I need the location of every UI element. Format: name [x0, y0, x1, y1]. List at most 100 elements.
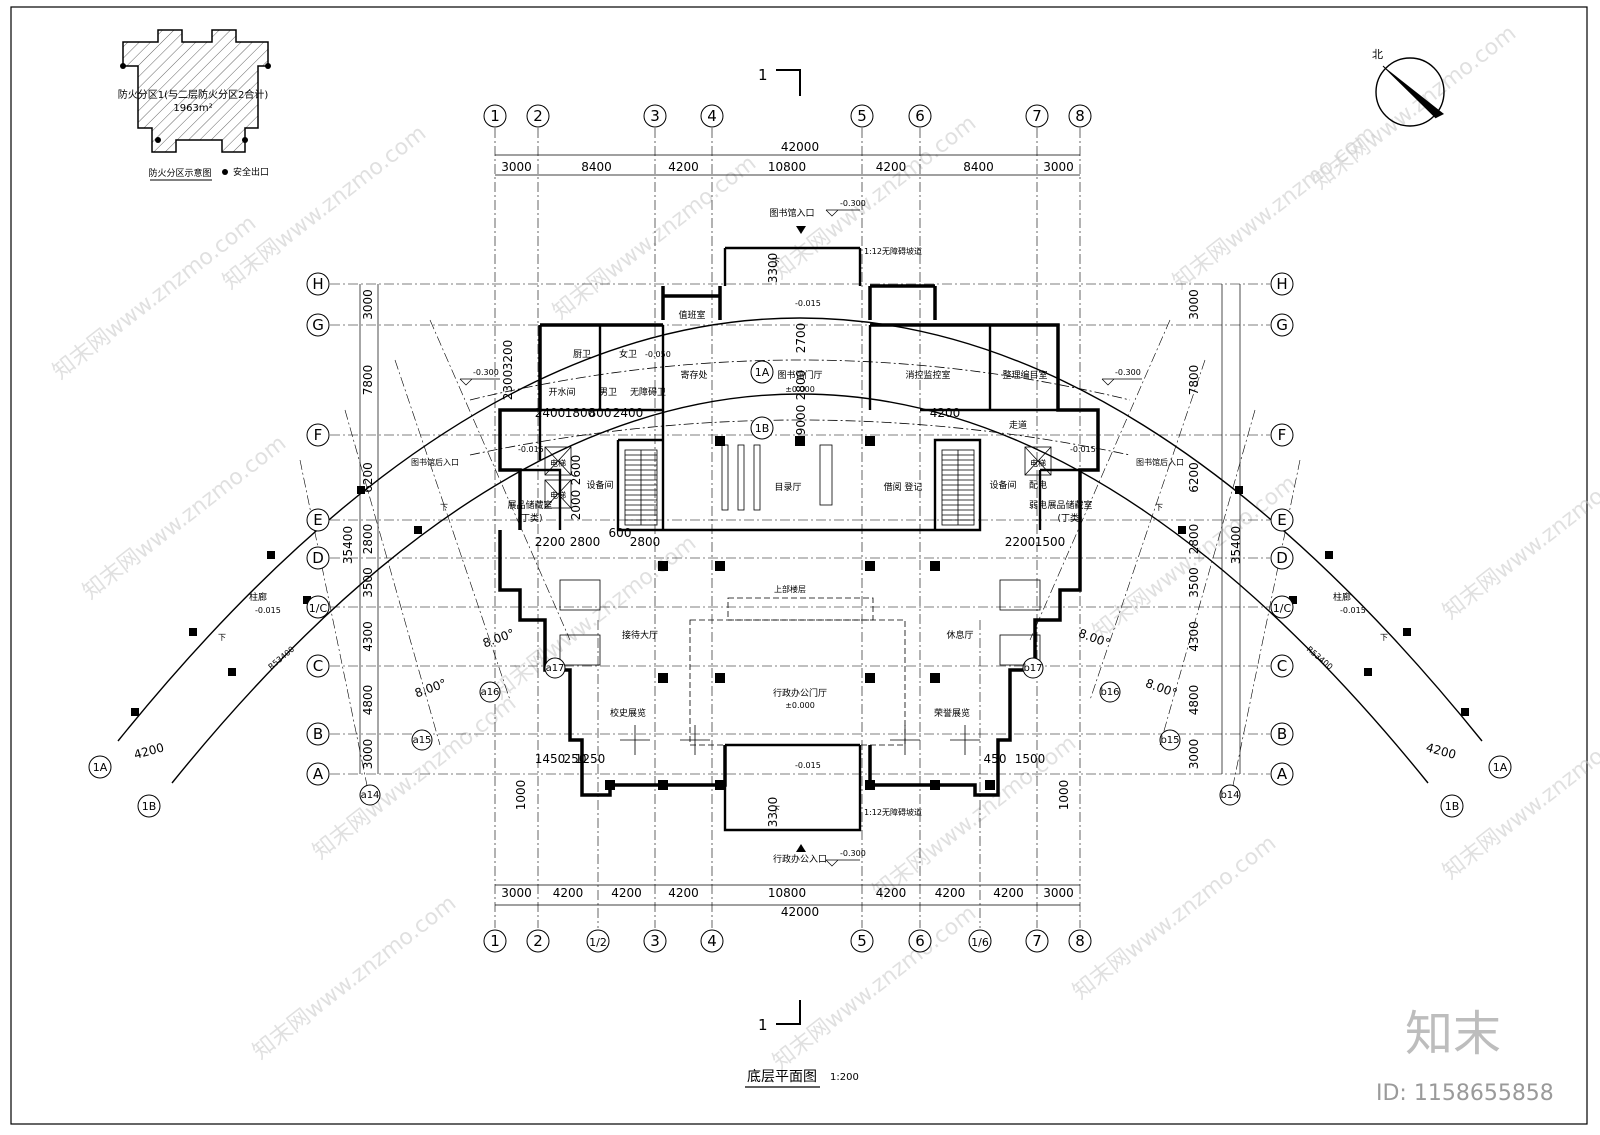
watermark-text: 知末网www.znzmo.com [1068, 831, 1281, 1005]
column [865, 561, 875, 571]
arcade-column [267, 551, 275, 559]
watermark-text: 知末网www.znzmo.com [768, 901, 981, 1075]
room-distribution: 配电 [1029, 479, 1047, 491]
sheet-border [10, 6, 1588, 1125]
elevators [544, 446, 1052, 509]
grid-label-row: E [313, 511, 322, 529]
arcade-column [228, 668, 236, 676]
arc-axis-label: a15 [413, 735, 432, 746]
drawing-scale: 1:200 [830, 1072, 859, 1083]
radial-axis-line [1159, 409, 1256, 746]
grid-bubble-top: 6 [908, 104, 932, 128]
grid-label-row: G [312, 316, 324, 334]
dim-inner: 450 [984, 752, 1007, 766]
grid-label-row: H [312, 275, 323, 293]
entrance-back-right: 图书馆后入口 [1136, 457, 1184, 467]
dim-inner: 2700 [794, 323, 808, 354]
room-duty: 值班室 [678, 309, 705, 321]
grid-bubble-row: C [306, 654, 330, 678]
radial-axis-line [344, 409, 441, 746]
keyplan-zone-label: 防火分区1(与二层防火分区2合计) [118, 88, 269, 101]
grid-bubble-top: 1 [483, 104, 507, 128]
north-circle [1375, 57, 1445, 127]
room-female-wc: 女卫 [619, 348, 637, 360]
arc-axis-label: b16 [1100, 687, 1119, 698]
dim-inner: 2200 [1005, 535, 1036, 549]
column [715, 561, 725, 571]
void-outline [689, 619, 906, 746]
grid-label-row: 1/C [309, 602, 328, 615]
dim-bottom-segment: 4200 [935, 886, 966, 900]
dim-angle-2: 8.00° [413, 676, 449, 700]
grid-label-bottom: 4 [707, 932, 717, 950]
entrance-library: 图书馆入口 [769, 207, 814, 219]
arc-axis-label: b14 [1220, 790, 1239, 801]
arcade-column [1235, 486, 1243, 494]
dim-bottom-segment: 4200 [876, 886, 907, 900]
room-upper-void: 上部楼层 [774, 584, 806, 594]
grid-bubble-row: A [1270, 762, 1294, 786]
dim-side-segment: 6200 [1187, 462, 1201, 493]
plan-axis-1b: 1B [755, 422, 770, 435]
dim-inner: 2800 [630, 535, 661, 549]
room-elevator-1: 电梯 [550, 458, 566, 468]
dim-arc-width-left: 4200 [132, 740, 165, 761]
grid-bubble-bottom: 7 [1025, 929, 1049, 953]
room-office-hall: 行政办公门厅 [773, 687, 827, 699]
grid-bubble-bottom: 1/2 [586, 929, 610, 953]
level-wc: -0.050 [645, 350, 671, 359]
room-equipment-right: 设备间 [989, 479, 1016, 491]
grid-bubble-top: 7 [1025, 104, 1049, 128]
grid-label-row: B [313, 725, 323, 743]
grid-label-bottom: 2 [533, 932, 543, 950]
dimension-lines [359, 154, 1241, 906]
dim-side-segment: 3500 [361, 567, 375, 598]
dim-top-segment: 8400 [581, 160, 612, 174]
curve-axis-left-1a: 1A [93, 761, 108, 774]
arc-axis-label: b17 [1023, 663, 1042, 674]
grid-label-row: A [1277, 765, 1288, 783]
grid-label-top: 2 [533, 107, 543, 125]
level-arcade-right: -0.015 [1340, 606, 1366, 615]
grid-bubble-bottom: 4 [700, 929, 724, 953]
dim-radius-left: R53400 [267, 645, 297, 672]
grid-label-row: G [1276, 316, 1288, 334]
entrance-arrow-icon [796, 226, 806, 234]
curve-axis-right-1b: 1B [1445, 800, 1460, 813]
dim-bottom-segment: 3000 [1043, 886, 1074, 900]
grid-label-row: H [1276, 275, 1287, 293]
room-lending: 借阅 登记 [884, 481, 923, 493]
level-side-left: -0.300 [473, 368, 499, 377]
grid-label-row: 1/C [1273, 602, 1292, 615]
north-label: 北 [1372, 48, 1383, 61]
entrance-office: 行政办公入口 [773, 853, 827, 865]
arcade-column [414, 526, 422, 534]
grid-bubble-bottom: 6 [908, 929, 932, 953]
watermark-text: 知末网www.znzmo.com [248, 891, 461, 1065]
grid-label-top: 4 [707, 107, 717, 125]
level-arcade-left: -0.015 [255, 606, 281, 615]
watermark-text: 知末网www.znzmo.com [48, 211, 261, 385]
grid-bubble-bottom: 1/6 [968, 929, 992, 953]
dim-inner: 1500 [1015, 752, 1046, 766]
dim-side-segment: 6200 [361, 462, 375, 493]
grid-bubble-row: F [306, 423, 330, 447]
arcade-column [357, 486, 365, 494]
room-labels: 值班室 厨卫 女卫 开水间 男卫 无障碍卫 寄存处 图书馆门厅 ±0.000 消… [249, 309, 1351, 719]
north-arrow: 北 [1372, 48, 1445, 127]
section-number: 1 [758, 1016, 768, 1034]
grid-label-row: C [313, 657, 323, 675]
column [715, 780, 725, 790]
dim-side-segment: 4800 [361, 685, 375, 716]
grid-label-bottom: 7 [1032, 932, 1042, 950]
dim-bottom-segment: 4200 [611, 886, 642, 900]
dim-side-total-left: 35400 [341, 526, 355, 564]
dim-side-segment: 3000 [361, 739, 375, 770]
dim-angle-4: 8.00° [1144, 676, 1180, 700]
arc-plan [469, 359, 1131, 401]
arc-axis-label: b15 [1160, 735, 1179, 746]
id-watermark: ID: 1158655858 [1376, 1081, 1554, 1106]
arcade-column [1289, 596, 1297, 604]
dim-bottom-segment: 3000 [501, 886, 532, 900]
column [658, 561, 668, 571]
